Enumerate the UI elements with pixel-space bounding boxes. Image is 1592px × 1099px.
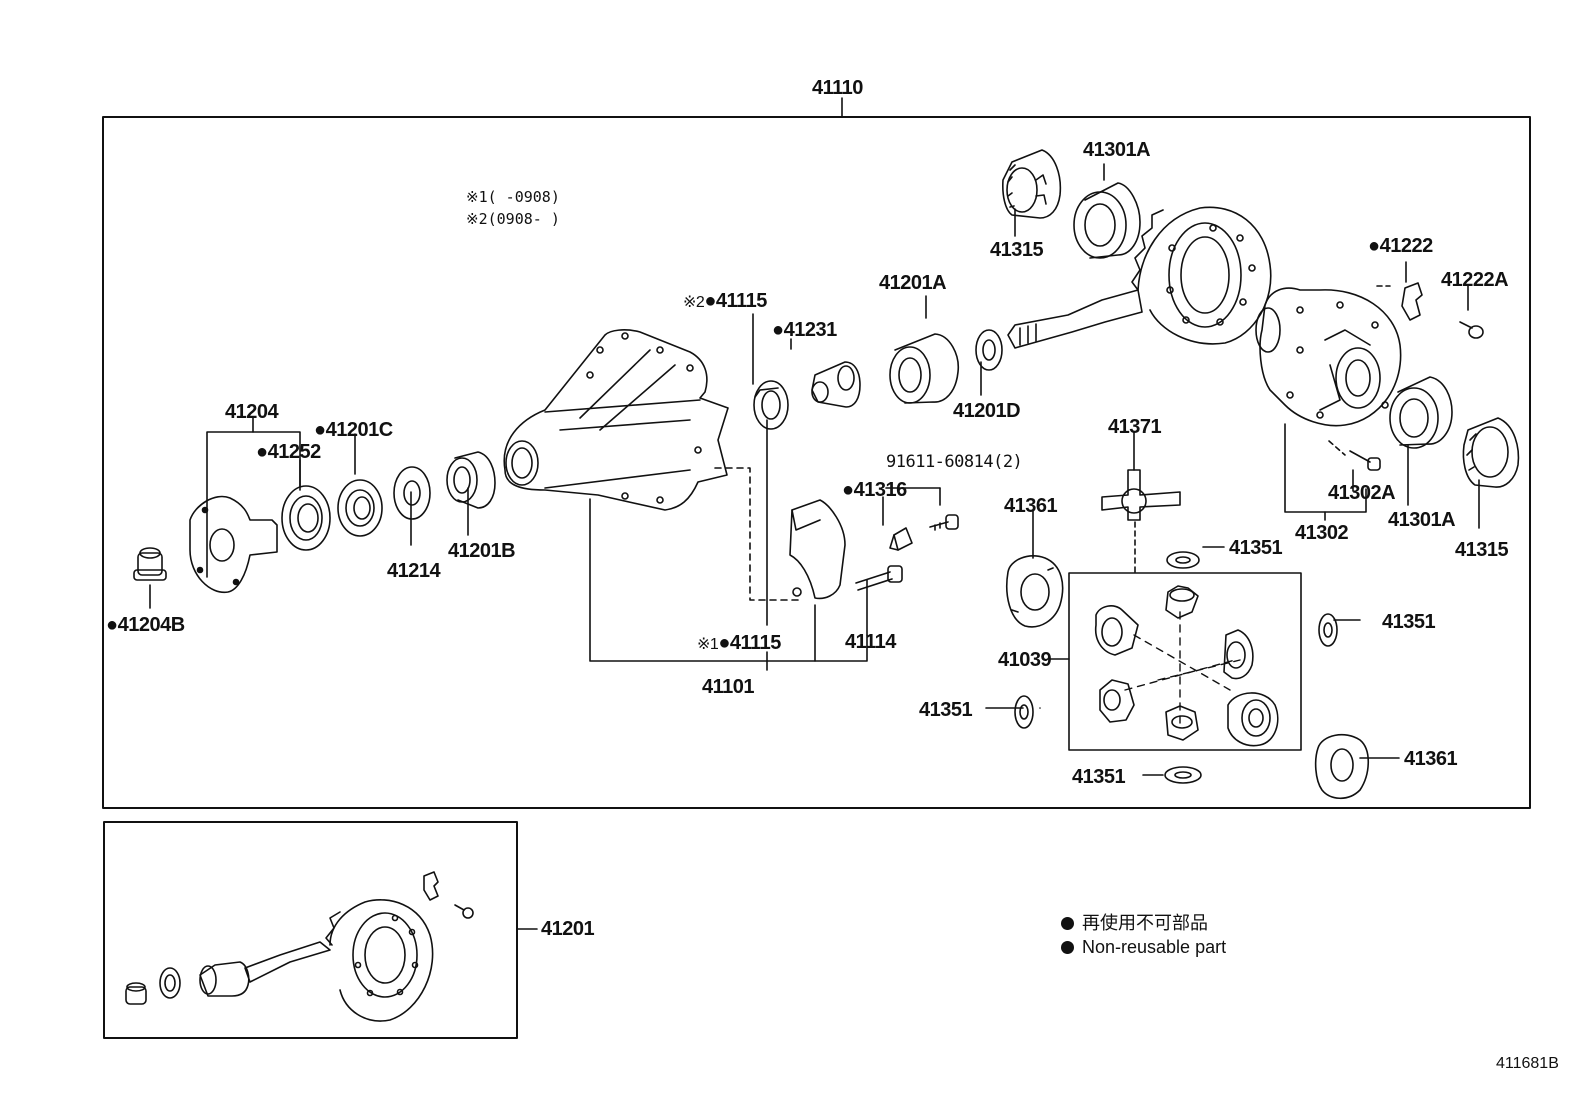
nonreusable-dot-icon [1061, 941, 1074, 954]
label-41361-top[interactable]: 41361 [1004, 495, 1058, 517]
part-41204b-nut [133, 547, 167, 581]
label-41222-text: 41222 [1379, 235, 1434, 257]
part-41351-washer-c [1014, 695, 1034, 729]
label-41222a[interactable]: 41222A [1441, 269, 1509, 291]
label-41115-top[interactable]: ※2 41115 [683, 290, 767, 312]
part-41351-washer-a [1166, 551, 1200, 569]
label-41201c[interactable]: 41201C [314, 419, 394, 441]
part-41201b-bearing [446, 451, 496, 509]
label-41316-text: 41316 [853, 479, 908, 501]
label-41351-d[interactable]: 41351 [1072, 766, 1126, 788]
label-41201c-text: 41201C [325, 419, 394, 441]
part-41301a-bearing-right [1389, 376, 1453, 449]
label-41252[interactable]: 41252 [256, 441, 322, 463]
main-assembly-frame [102, 116, 1531, 809]
part-41114-bolt [855, 565, 903, 591]
label-41115-bottom-text: 41115 [729, 632, 781, 654]
nonreusable-dot-icon [842, 479, 854, 501]
legend-en: Non-reusable part [1061, 938, 1226, 956]
part-41252-seal [281, 485, 331, 551]
differential-gear-frame [1068, 572, 1302, 751]
label-41351-c[interactable]: 41351 [919, 699, 973, 721]
part-41115-seal [753, 380, 789, 430]
part-41214-washer [393, 466, 431, 520]
label-91611[interactable]: 91611-60814(2) [886, 452, 1023, 472]
label-41201d[interactable]: 41201D [953, 400, 1021, 422]
part-41201d-washer [975, 329, 1003, 371]
label-41204[interactable]: 41204 [225, 401, 279, 423]
label-41315-right[interactable]: 41315 [1455, 539, 1509, 561]
label-41201b[interactable]: 41201B [448, 540, 516, 562]
part-41039-gear-kit [1094, 585, 1279, 747]
legend-jp: 再使用不可部品 [1061, 914, 1208, 932]
part-41302a-bolt [1349, 450, 1381, 471]
note-2-mark: ※2 [683, 294, 705, 311]
label-41039[interactable]: 41039 [998, 649, 1052, 671]
label-41351-b[interactable]: 41351 [1382, 611, 1436, 633]
label-41231[interactable]: 41231 [772, 319, 838, 341]
label-41301a-right[interactable]: 41301A [1388, 509, 1456, 531]
label-41302a[interactable]: 41302A [1328, 482, 1396, 504]
legend-en-text: Non-reusable part [1082, 937, 1227, 957]
label-41252-text: 41252 [267, 441, 322, 463]
label-41361-bottom[interactable]: 41361 [1404, 748, 1458, 770]
nonreusable-dot-icon [718, 632, 730, 654]
part-41222a-bolt [1459, 321, 1484, 339]
nonreusable-dot-icon [1368, 235, 1380, 257]
pinion-set-frame [103, 821, 518, 1039]
label-41301a-top[interactable]: 41301A [1083, 139, 1151, 161]
nonreusable-dot-icon [1061, 917, 1074, 930]
label-41302[interactable]: 41302 [1295, 522, 1349, 544]
part-41371-spider [1101, 469, 1181, 521]
note-line-1: ※1( -0908) [466, 188, 560, 206]
part-41351-washer-d [1164, 766, 1202, 784]
part-41231-spacer [811, 361, 861, 408]
part-41315-nut-top [1002, 149, 1062, 219]
part-41302-diff-case [1255, 287, 1402, 427]
part-41351-washer-b [1318, 613, 1338, 647]
part-41201-gear-set [1007, 206, 1272, 349]
part-91611-bolt [929, 514, 959, 531]
part-41361-washer-top [1006, 555, 1064, 628]
label-41315-top[interactable]: 41315 [990, 239, 1044, 261]
part-41201a-bearing [889, 333, 960, 404]
label-41204b[interactable]: 41204B [106, 614, 186, 636]
part-41101-carrier [503, 329, 729, 511]
label-41371[interactable]: 41371 [1108, 416, 1162, 438]
part-41101-bearing-cap [789, 499, 846, 600]
label-41214[interactable]: 41214 [387, 560, 441, 582]
part-41316-clip [889, 527, 913, 551]
label-41204b-text: 41204B [117, 614, 186, 636]
label-41115-bottom[interactable]: ※1 41115 [697, 632, 781, 654]
label-41231-text: 41231 [783, 319, 838, 341]
note-line-2: ※2(0908- ) [466, 210, 560, 228]
label-41201[interactable]: 41201 [541, 918, 595, 940]
part-41361-washer-bottom [1314, 733, 1370, 800]
part-41204-flange [189, 495, 278, 593]
label-41201a[interactable]: 41201A [879, 272, 947, 294]
drawing-number: 411681B [1496, 1055, 1559, 1072]
label-41115-top-text: 41115 [715, 290, 767, 312]
label-41316[interactable]: 41316 [842, 479, 908, 501]
nonreusable-dot-icon [772, 319, 784, 341]
label-41351-a[interactable]: 41351 [1229, 537, 1283, 559]
part-41201-assembly [125, 871, 474, 1022]
part-41201c-seal [337, 479, 383, 537]
label-41101[interactable]: 41101 [702, 676, 755, 698]
note-1-mark: ※1 [697, 636, 719, 653]
label-41110[interactable]: 41110 [812, 77, 863, 99]
legend-jp-text: 再使用不可部品 [1082, 913, 1208, 933]
nonreusable-dot-icon [314, 419, 326, 441]
part-41301a-bearing-top [1073, 182, 1141, 259]
part-41315-nut-right [1462, 417, 1520, 488]
nonreusable-dot-icon [704, 290, 716, 312]
nonreusable-dot-icon [256, 441, 268, 463]
nonreusable-dot-icon [106, 614, 118, 636]
part-41222-lock [1401, 282, 1423, 321]
label-41114[interactable]: 41114 [845, 631, 896, 653]
label-41222[interactable]: 41222 [1368, 235, 1434, 257]
